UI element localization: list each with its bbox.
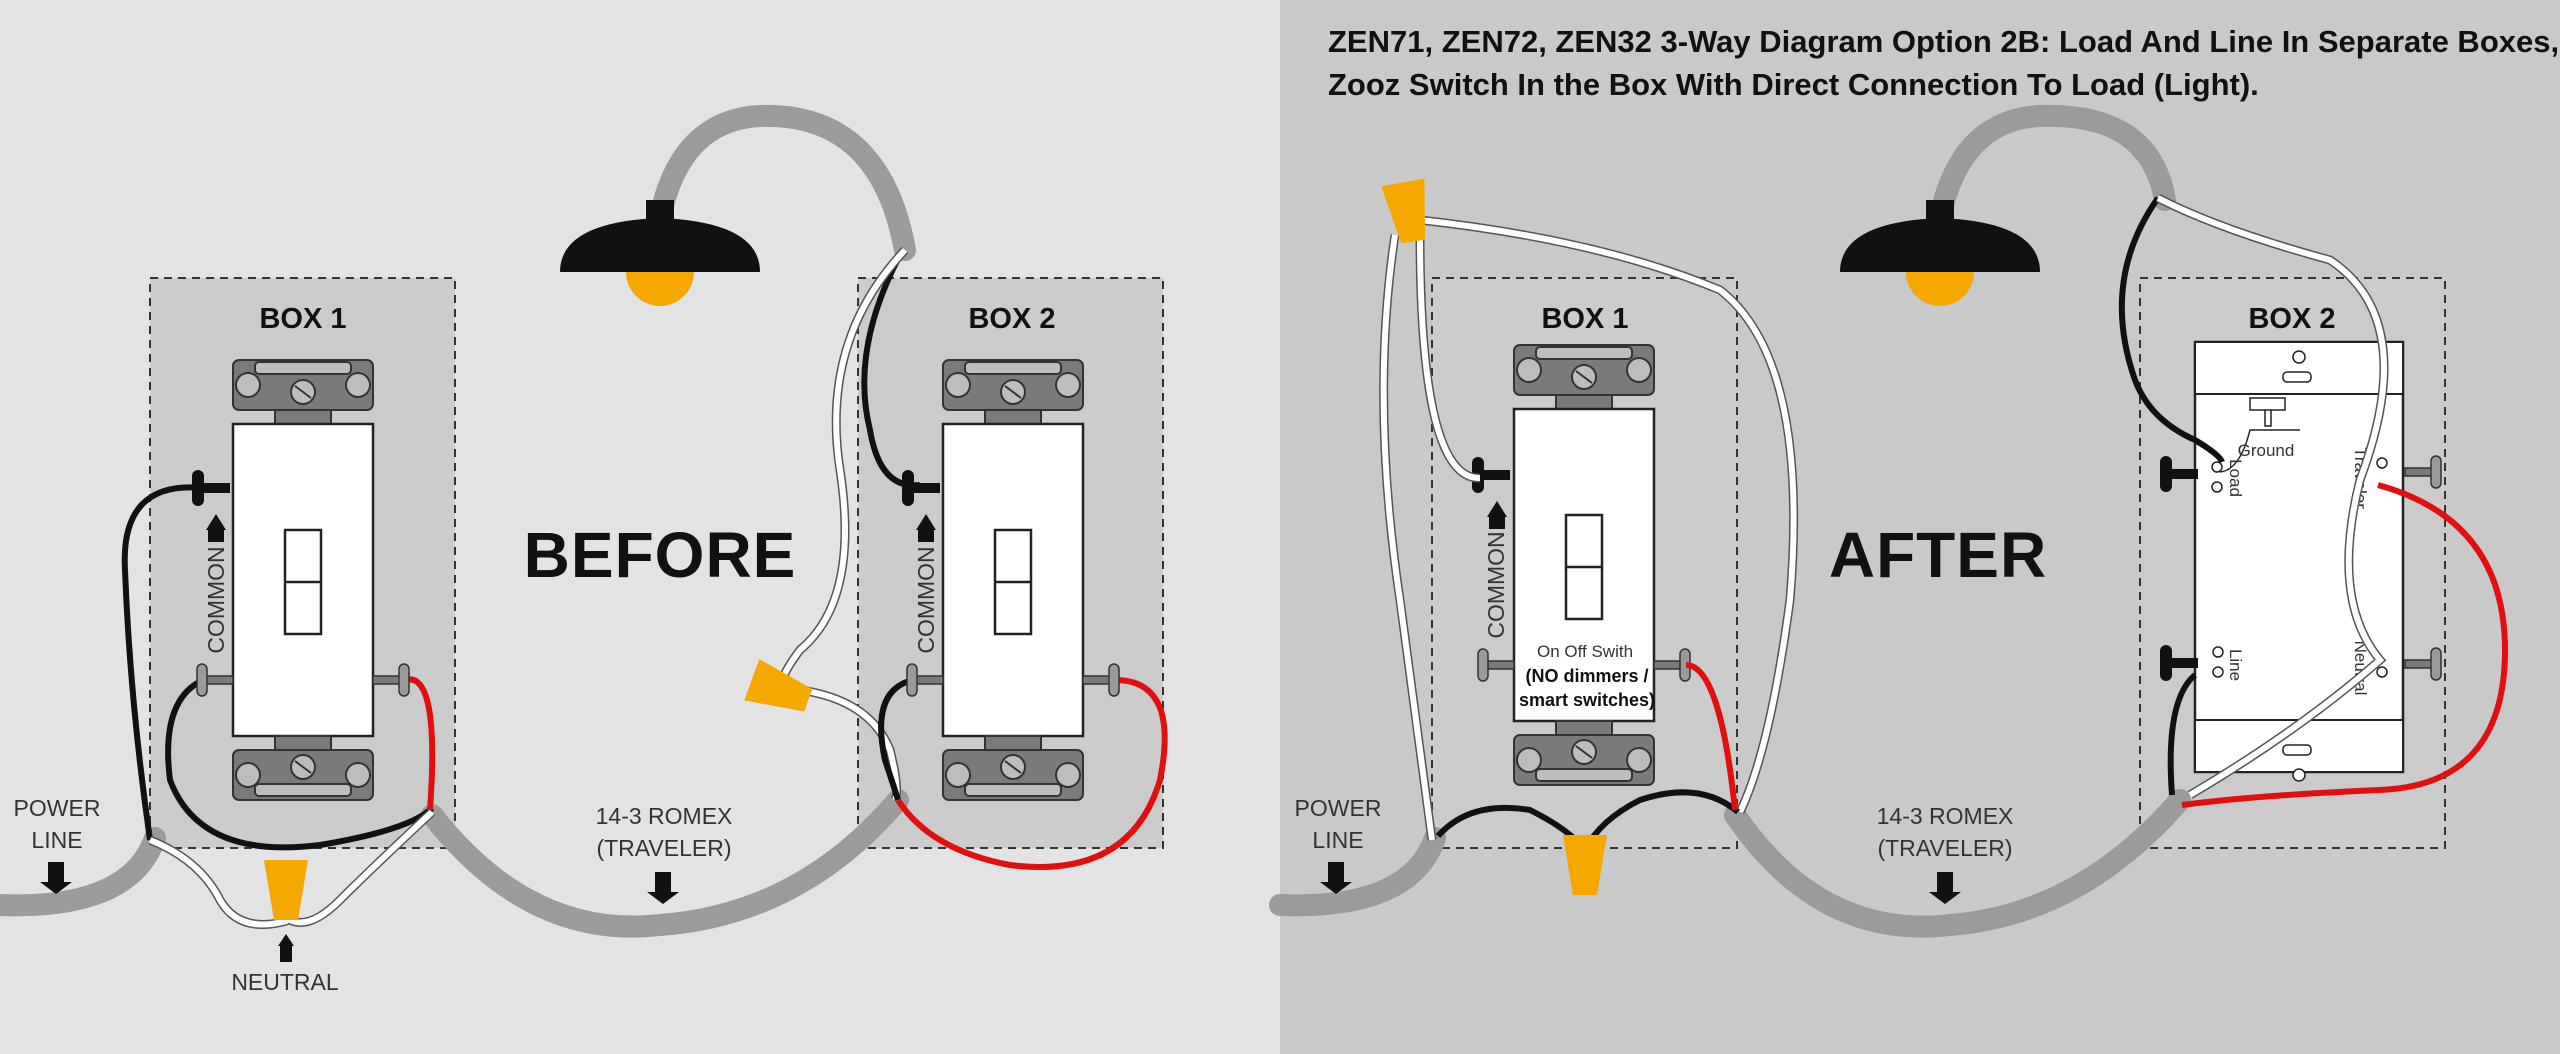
after-romex-2: (TRAVELER) [1877,835,2012,861]
after-power-line-1: POWER [1295,795,1382,821]
before-romex-1: 14-3 ROMEX [596,803,733,829]
after-power-cable [1269,827,1446,917]
toggle-switch-icon [231,358,375,802]
after-traveler-cable [1724,789,2191,938]
after-switch-text-1: On Off Swith [1537,642,1633,661]
before-traveler-cable [421,789,909,938]
after-heading: AFTER [1829,519,2047,591]
after-common-label: COMMON [1483,531,1509,638]
smart-switch-icon [2193,340,2405,782]
before-power-line-2: LINE [31,827,82,853]
toggle-switch-icon [1512,343,1656,787]
before-neutral-label: NEUTRAL [231,969,339,995]
before-box2-label: BOX 2 [968,303,1055,335]
before-common-label-2: COMMON [913,546,939,653]
after-switch-text-3: smart switches) [1519,690,1655,710]
after-romex-1: 14-3 ROMEX [1877,803,2014,829]
before-lamp-cable [649,104,916,261]
after-lamp-cable [1929,104,2176,229]
after-terminal-load: Load [2226,459,2245,497]
before-box1-label: BOX 1 [259,303,346,335]
before-power-line-1: POWER [14,795,101,821]
after-terminal-ground: Ground [2238,441,2295,460]
after-box1-label: BOX 1 [1541,303,1628,335]
toggle-switch-icon [941,358,1085,802]
before-power-cable [0,827,166,917]
diagram-title-line1: ZEN71, ZEN72, ZEN32 3-Way Diagram Option… [1328,24,2559,59]
after-switch-text-2: (NO dimmers / [1525,666,1648,686]
diagram-title-line2: Zooz Switch In the Box With Direct Conne… [1328,67,2259,102]
after-power-line-2: LINE [1312,827,1363,853]
after-terminal-line: Line [2226,649,2245,681]
before-common-label-1: COMMON [203,546,229,653]
before-romex-2: (TRAVELER) [596,835,731,861]
after-box2-label: BOX 2 [2248,303,2335,335]
before-heading: BEFORE [524,519,797,591]
